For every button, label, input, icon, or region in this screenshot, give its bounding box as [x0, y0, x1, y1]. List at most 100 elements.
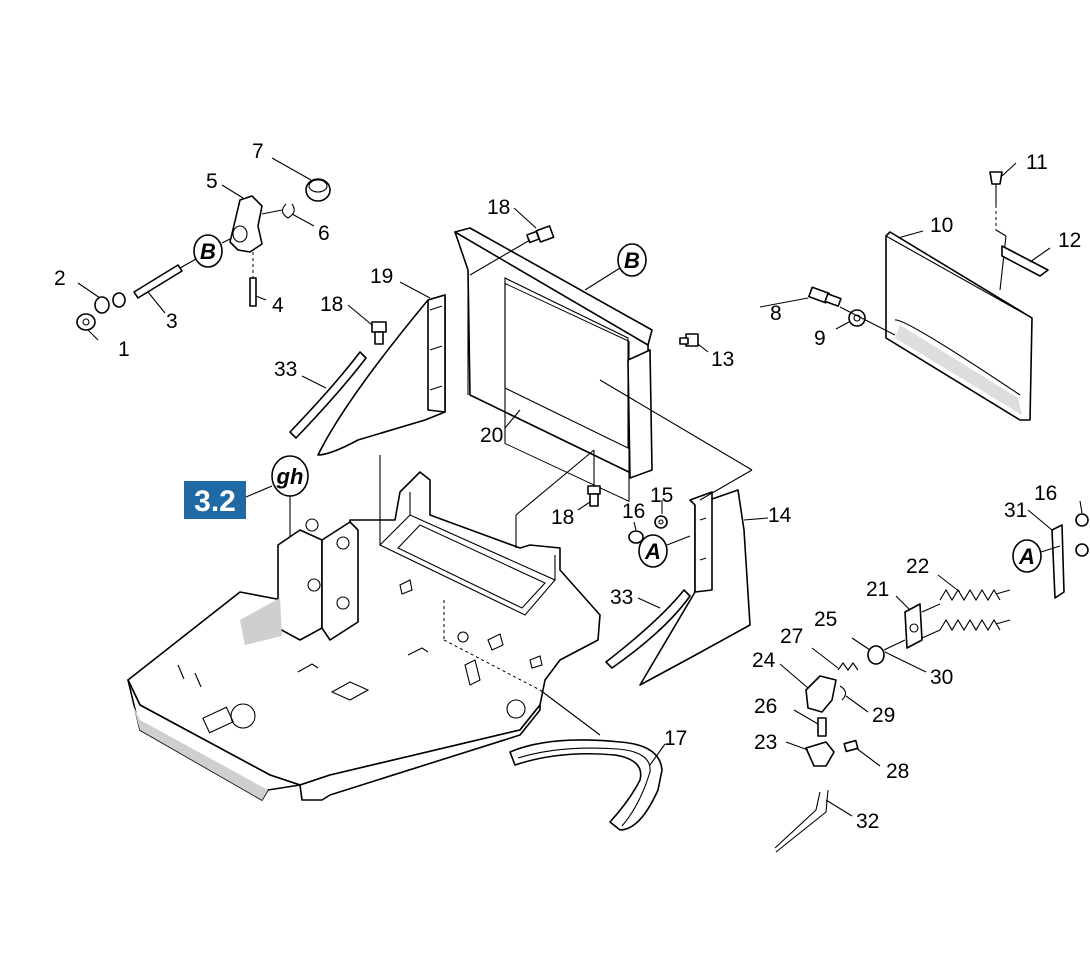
callout-26: 26 — [754, 695, 777, 718]
callout-27: 27 — [780, 625, 803, 648]
callout-20: 20 — [480, 424, 503, 447]
callout-7: 7 — [252, 140, 264, 163]
part-1-nut — [76, 313, 96, 331]
clip-6-leader — [261, 209, 283, 215]
callout-1: 1 — [118, 338, 130, 361]
callout-18-left: 18 — [320, 293, 343, 316]
circle-ref-B-left: B — [193, 234, 223, 268]
callout-21: 21 — [866, 578, 889, 601]
part-17-handle — [509, 739, 663, 831]
part-11-fastener — [989, 171, 1003, 205]
part-25-spacer — [867, 639, 906, 665]
part-18-bolt-top — [526, 225, 555, 244]
handle-leader — [539, 689, 601, 736]
callout-23: 23 — [754, 731, 777, 754]
part-22-springs — [939, 588, 1011, 632]
callout-leaders — [77, 157, 1083, 817]
callout-2: 2 — [54, 267, 66, 290]
part-29-ring — [839, 685, 847, 701]
part-6-clip — [281, 203, 295, 219]
callout-19: 19 — [370, 265, 393, 288]
part-4-pin — [249, 277, 257, 307]
callout-33-left: 33 — [274, 358, 297, 381]
part-23-cap — [805, 741, 835, 767]
callout-8: 8 — [770, 302, 782, 325]
part-24-cam — [805, 675, 837, 713]
base-frame — [127, 471, 601, 801]
callout-30: 30 — [930, 666, 953, 689]
shaft-leader — [179, 258, 197, 269]
callout-29: 29 — [872, 704, 895, 727]
callout-6: 6 — [318, 222, 330, 245]
bracket-14-leader-1 — [599, 379, 753, 471]
callout-18-top: 18 — [487, 196, 510, 219]
part-19-side-plate — [317, 294, 446, 456]
section-reference-label: 3.2 — [194, 485, 236, 518]
part-26-pin — [817, 717, 827, 737]
part-5-lever — [229, 195, 263, 253]
part-18-bolt-middle — [587, 485, 601, 507]
callout-33-right: 33 — [610, 586, 633, 609]
circle-ref-gh: gh — [271, 455, 309, 497]
part-20-frame — [454, 227, 653, 503]
circle-ref-B-left-label: B — [200, 239, 216, 264]
section-reference-box — [184, 481, 246, 519]
part-15-washer — [654, 515, 668, 529]
circle-ref-A-center: A — [638, 534, 668, 568]
part-14-bracket — [639, 489, 751, 686]
callout-32: 32 — [856, 810, 879, 833]
part-16-nuts-right — [1075, 513, 1089, 557]
part-3-shaft — [133, 264, 183, 299]
b-top-leader — [584, 267, 621, 291]
part-21-block — [904, 603, 941, 649]
fastener-11-leader — [995, 229, 1007, 237]
callout-3: 3 — [166, 310, 178, 333]
part-16-nut-center — [628, 530, 644, 544]
callout-10: 10 — [930, 214, 953, 237]
part-33-strip-right — [605, 589, 691, 669]
callout-18-middle: 18 — [551, 506, 574, 529]
circle-ref-A-center-label: A — [644, 539, 661, 564]
a-center-leader — [666, 535, 691, 546]
bolt-18-middle-diag — [515, 449, 595, 516]
part-28-screw — [843, 739, 859, 753]
callout-12: 12 — [1058, 229, 1081, 252]
part-33-strip-left — [289, 351, 367, 439]
pin-8-leader — [839, 306, 896, 336]
section-reference-leader — [245, 485, 273, 498]
circle-ref-B-top-label: B — [624, 248, 640, 273]
part-32-wires — [774, 789, 829, 853]
callout-25: 25 — [814, 608, 837, 631]
spacer-25-leader — [851, 637, 871, 651]
bolt-18-top-leader — [469, 239, 531, 276]
part-8-pin — [808, 286, 842, 307]
callout-13: 13 — [711, 348, 734, 371]
bracket-14-leader-2 — [699, 469, 753, 501]
part-13-screw — [679, 333, 699, 347]
circle-ref-gh-label: gh — [276, 464, 304, 489]
circle-ref-A-right: A — [1012, 539, 1042, 573]
callout-labels: 1 2 3 4 5 6 7 8 9 10 11 12 13 14 15 16 1… — [54, 140, 1081, 833]
part-27-spring — [837, 662, 859, 671]
callout-9: 9 — [814, 327, 826, 350]
callout-31: 31 — [1004, 499, 1027, 522]
callout-16-right: 16 — [1034, 482, 1057, 505]
callout-14: 14 — [768, 504, 792, 527]
section-reference-3-2[interactable]: 3.2 — [184, 481, 246, 519]
callout-24: 24 — [752, 649, 776, 672]
callout-15: 15 — [650, 484, 673, 507]
part-12-clip — [1001, 245, 1049, 277]
callout-16-center: 16 — [622, 500, 645, 523]
part-10-cover — [885, 231, 1033, 421]
callout-22: 22 — [906, 555, 929, 578]
circle-ref-B-top: B — [617, 243, 647, 277]
a-right-leader — [1040, 545, 1061, 553]
callout-4: 4 — [272, 294, 284, 317]
part-18-bolt-left — [371, 321, 387, 345]
callout-28: 28 — [886, 760, 909, 783]
part-2-washers — [94, 292, 126, 314]
circle-ref-A-right-label: A — [1018, 544, 1035, 569]
callout-17: 17 — [664, 727, 687, 750]
